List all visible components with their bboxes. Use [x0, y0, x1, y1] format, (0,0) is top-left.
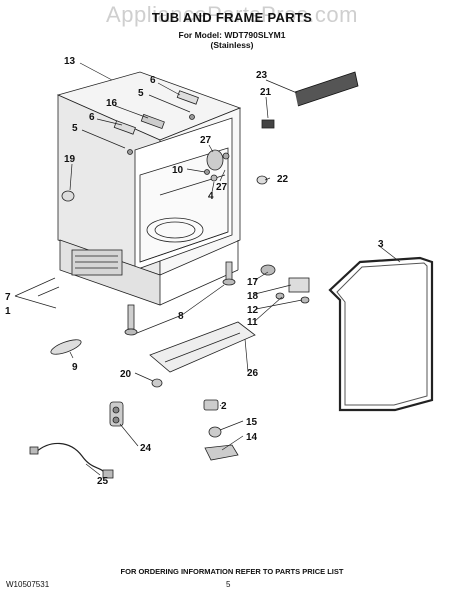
callout-13: 13	[64, 56, 76, 67]
part-2	[203, 399, 219, 411]
callout-20: 20	[120, 369, 132, 380]
rod-9	[50, 339, 82, 355]
callout-25: 25	[97, 476, 109, 487]
vent-27	[206, 149, 224, 171]
page-number: 5	[226, 580, 231, 589]
bracket-18	[288, 277, 310, 293]
variant-line: (Stainless)	[210, 40, 254, 50]
callout-21: 21	[260, 87, 272, 98]
callout-9: 9	[72, 362, 78, 373]
callout-24: 24	[140, 443, 152, 454]
callout-18: 18	[247, 291, 259, 302]
gasket-23	[294, 71, 359, 107]
callout-2: 2	[221, 401, 227, 412]
callout-4: 4	[208, 191, 214, 202]
callout-5-top: 5	[138, 88, 144, 99]
document-number: W10507531	[6, 580, 50, 589]
callout-23: 23	[256, 70, 268, 81]
screw-5a	[189, 114, 195, 120]
fastener-20	[151, 378, 163, 388]
callout-6-left: 6	[89, 112, 95, 123]
part-10	[204, 169, 210, 175]
callout-6-top: 6	[150, 75, 156, 86]
part-22	[256, 175, 268, 185]
callout-27-top: 27	[200, 135, 212, 146]
nut-17	[260, 264, 276, 276]
callout-26: 26	[247, 368, 259, 379]
page-title: TUB AND FRAME PARTS	[151, 10, 313, 25]
leader-lines	[14, 62, 401, 476]
callout-22: 22	[277, 174, 289, 185]
screw-11	[275, 292, 285, 300]
callout-7: 7	[5, 292, 11, 303]
callout-1: 1	[5, 306, 11, 317]
door-seal-3	[328, 256, 434, 412]
screw-12	[300, 296, 310, 304]
tub-assembly	[56, 71, 242, 336]
callout-5-left: 5	[72, 123, 78, 134]
ordering-notice: FOR ORDERING INFORMATION REFER TO PARTS …	[120, 567, 344, 576]
callout-8: 8	[178, 311, 184, 322]
callout-15: 15	[246, 417, 258, 428]
callout-12: 12	[247, 305, 259, 316]
plug-19	[61, 190, 75, 202]
callout-19: 19	[64, 154, 76, 165]
clip-21	[261, 119, 275, 129]
model-line: For Model: WDT790SLYM1	[178, 30, 286, 40]
part-15	[208, 426, 222, 438]
bracket-14	[204, 444, 239, 461]
fastener-4	[210, 174, 218, 182]
callout-3: 3	[378, 239, 384, 250]
callout-11: 11	[247, 317, 258, 328]
screw-5b	[127, 149, 133, 155]
toe-panel-26	[149, 321, 256, 373]
callout-14: 14	[246, 432, 258, 443]
watermark: AppliancePartsPros.com	[106, 2, 358, 27]
cable-25	[35, 442, 107, 475]
callout-10: 10	[172, 165, 184, 176]
callout-16: 16	[106, 98, 118, 109]
callout-17: 17	[247, 277, 259, 288]
callout-27-bottom: 27	[216, 182, 228, 193]
